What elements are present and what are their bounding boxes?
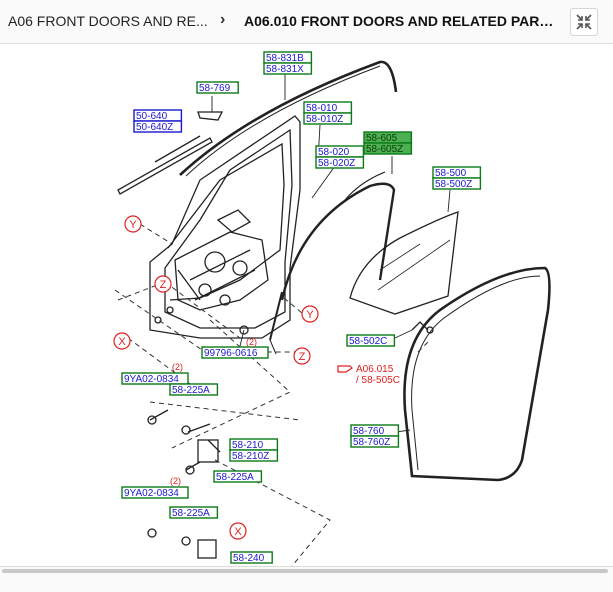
scrollbar-thumb[interactable]: [2, 569, 608, 573]
chevron-right-icon: ›: [220, 11, 226, 28]
svg-text:Y: Y: [129, 219, 137, 231]
part-label-58225a1[interactable]: 58-225A: [169, 383, 219, 396]
part-label-text: 58-831B: [266, 53, 304, 64]
part-label-58225a3[interactable]: 58-225A: [169, 506, 219, 519]
section-marker-z: Z: [154, 275, 172, 293]
part-label-text: 58-500: [435, 168, 467, 179]
quantity-mark: (2): [246, 337, 257, 347]
hinge-lower: [197, 539, 217, 559]
page-title: A06.010 FRONT DOORS AND RELATED PART...: [244, 13, 554, 29]
part-label-text: 58-240: [233, 553, 265, 564]
section-marker-y: Y: [301, 305, 319, 323]
svg-text:Z: Z: [160, 279, 167, 291]
part-label-text: 58-010Z: [306, 114, 343, 125]
part-label-text: 58-225A: [172, 508, 210, 519]
quantity-mark: (2): [172, 362, 183, 372]
quantity-mark: (2): [170, 476, 181, 486]
section-markers: Y Z X Y Z X: [113, 215, 319, 540]
part-label-text: 58-210Z: [232, 451, 269, 462]
collapse-arrows-icon: [576, 14, 592, 30]
part-label-text: 58-831X: [266, 64, 304, 75]
glass-run-channel: [280, 182, 396, 301]
header-bar: A06 FRONT DOORS AND RE... › A06.010 FRON…: [0, 0, 613, 44]
part-label-text: 50-640: [136, 111, 168, 122]
door-opening-weatherstrip: [403, 266, 551, 482]
reference-section: A06.015: [356, 364, 394, 375]
part-labels: 58-831B58-831X58-76950-64050-640Z58-0105…: [121, 51, 482, 564]
part-label-text: 50-640Z: [136, 122, 173, 133]
roof-weatherstrip: [179, 60, 398, 176]
part-label-58502[interactable]: 58-502C: [346, 334, 396, 347]
part-label-text: 58-020Z: [318, 158, 355, 169]
line-art: [117, 60, 551, 559]
part-label-text: 58-500Z: [435, 179, 472, 190]
belt-molding-link: [154, 135, 201, 163]
collapse-button[interactable]: [570, 8, 598, 36]
svg-text:X: X: [118, 336, 126, 348]
part-label-text: 9YA02-0834: [124, 374, 179, 385]
part-label-99796[interactable]: 99796-0616: [201, 346, 269, 359]
part-label-text: 58-769: [199, 83, 231, 94]
door-window-sash: [167, 142, 285, 301]
reference-link[interactable]: A06.015/ 58-505C: [337, 364, 400, 386]
part-label-9ya1[interactable]: 9YA02-0834: [121, 372, 189, 385]
svg-text:X: X: [234, 526, 242, 538]
part-label-text: 58-010: [306, 103, 338, 114]
regulator-hub: [204, 251, 226, 273]
part-label-text: 58-605: [366, 133, 398, 144]
part-label-58225a2[interactable]: 58-225A: [213, 470, 263, 483]
section-marker-y: Y: [124, 215, 142, 233]
part-label-text: 9YA02-0834: [124, 488, 179, 499]
door-glass: [349, 211, 459, 315]
clip-58769: [197, 111, 224, 121]
part-label-58240[interactable]: 58-240: [230, 551, 273, 564]
svg-text:Y: Y: [306, 309, 314, 321]
section-marker-z: Z: [293, 347, 311, 365]
pointing-hand-icon: [337, 365, 353, 373]
part-label-text: 58-502C: [349, 336, 387, 347]
part-label-text: 58-760: [353, 426, 385, 437]
reference-lines: [114, 223, 431, 566]
hinge-upper: [197, 439, 219, 463]
breadcrumb-parent[interactable]: A06 FRONT DOORS AND RE...: [8, 13, 208, 29]
part-label-text: 58-020: [318, 147, 350, 158]
door-inner-panel: [174, 231, 269, 311]
door-inner-frame: [164, 128, 293, 329]
svg-text:Z: Z: [299, 351, 306, 363]
section-marker-x: X: [113, 332, 131, 350]
part-label-9ya2[interactable]: 9YA02-0834: [121, 486, 189, 499]
part-label-text: 58-225A: [216, 472, 254, 483]
part-label-text: 99796-0616: [204, 348, 258, 359]
part-label-58769[interactable]: 58-769: [196, 81, 239, 94]
section-marker-x: X: [229, 522, 247, 540]
part-label-text: 58-605Z: [366, 144, 403, 155]
part-label-text: 58-760Z: [353, 437, 390, 448]
part-label-text: 58-210: [232, 440, 264, 451]
reference-part: / 58-505C: [356, 375, 400, 386]
part-label-text: 58-225A: [172, 385, 210, 396]
belt-molding-outer: [117, 137, 213, 195]
